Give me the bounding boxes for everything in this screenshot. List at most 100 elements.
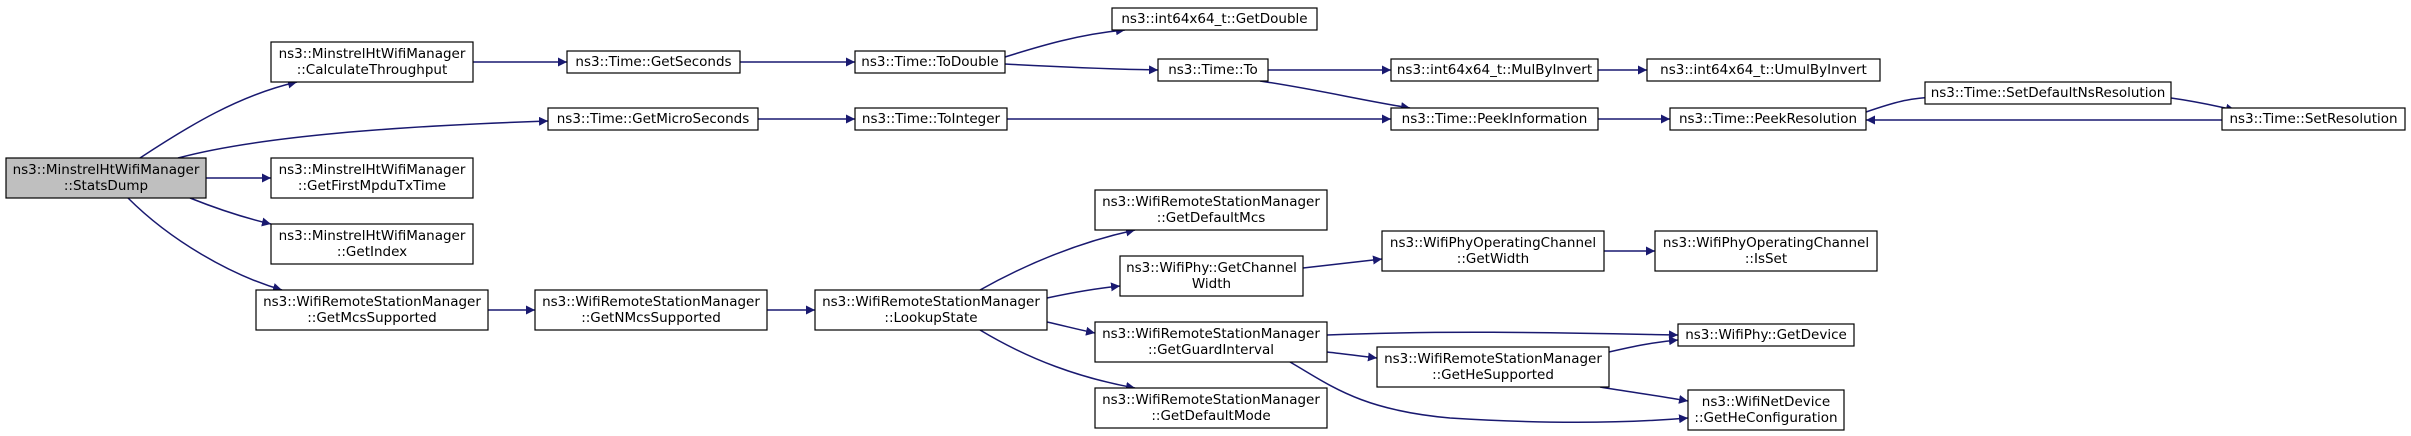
node-label-line: ns3::WifiRemoteStationManager xyxy=(1102,194,1320,210)
node-getSeconds[interactable]: ns3::Time::GetSeconds xyxy=(566,50,741,74)
node-opGetWidth[interactable]: ns3::WifiPhyOperatingChannel::GetWidth xyxy=(1381,230,1605,272)
edge-toDouble-to-getDouble xyxy=(1004,26,1126,58)
edge-timeTo-to-peekInformation xyxy=(1259,80,1411,112)
node-label-line: Width xyxy=(1192,276,1231,292)
node-label-line: ns3::WifiRemoteStationManager xyxy=(1102,326,1320,342)
node-box xyxy=(1390,107,1599,131)
node-getMcsSupported[interactable]: ns3::WifiRemoteStationManager::GetMcsSup… xyxy=(255,289,489,331)
node-label-line: ns3::MinstrelHtWifiManager xyxy=(279,46,466,62)
node-box xyxy=(1111,7,1318,31)
node-box xyxy=(1677,323,1855,347)
node-label-line: ::StatsDump xyxy=(64,178,148,194)
node-peekInformation[interactable]: ns3::Time::PeekInformation xyxy=(1390,107,1599,131)
node-mulByInvert[interactable]: ns3::int64x64_t::MulByInvert xyxy=(1390,58,1599,82)
node-label-line: ns3::MinstrelHtWifiManager xyxy=(279,162,466,178)
node-box xyxy=(854,107,1008,131)
node-label-line: ns3::WifiNetDevice xyxy=(1702,394,1830,410)
node-label-line: ns3::MinstrelHtWifiManager xyxy=(279,228,466,244)
node-toDouble[interactable]: ns3::Time::ToDouble xyxy=(854,50,1006,74)
node-getIndex[interactable]: ns3::MinstrelHtWifiManager::GetIndex xyxy=(270,223,474,265)
node-getDefaultMode[interactable]: ns3::WifiRemoteStationManager::GetDefaul… xyxy=(1094,387,1328,429)
node-box xyxy=(270,41,474,83)
node-label-line: ::GetHeSupported xyxy=(1432,367,1554,383)
node-box xyxy=(255,289,489,331)
node-label-line: ns3::Time::SetDefaultNsResolution xyxy=(1931,85,2166,101)
node-box xyxy=(1381,230,1605,272)
node-box xyxy=(270,223,474,265)
edge-getHeSupported-to-getHeConfiguration xyxy=(1599,386,1689,404)
node-label-line: ns3::WifiRemoteStationManager xyxy=(822,294,1040,310)
node-box xyxy=(1376,346,1610,388)
node-getFirstMpdu[interactable]: ns3::MinstrelHtWifiManager::GetFirstMpdu… xyxy=(270,157,474,199)
node-label-line: ns3::int64x64_t::UmulByInvert xyxy=(1660,62,1867,78)
edge-root-to-getIndex xyxy=(189,197,272,227)
node-label-line: ns3::Time::GetSeconds xyxy=(575,54,731,70)
node-box xyxy=(534,289,768,331)
node-timeTo[interactable]: ns3::Time::To xyxy=(1157,58,1269,82)
node-getDouble[interactable]: ns3::int64x64_t::GetDouble xyxy=(1111,7,1318,31)
node-box xyxy=(1646,58,1881,82)
node-box xyxy=(1094,387,1328,429)
node-label-line: ::GetFirstMpduTxTime xyxy=(298,178,446,194)
node-box xyxy=(1157,58,1269,82)
node-label-line: ns3::WifiRemoteStationManager xyxy=(542,294,760,310)
node-label-line: ::GetIndex xyxy=(337,244,407,260)
node-box xyxy=(1924,81,2172,105)
node-getDevice[interactable]: ns3::WifiPhy::GetDevice xyxy=(1677,323,1855,347)
node-label-line: ::GetGuardInterval xyxy=(1148,342,1274,358)
edges-layer xyxy=(127,26,2236,424)
node-box xyxy=(1119,255,1304,297)
edge-root-to-getMcsSupported xyxy=(127,197,283,292)
node-box xyxy=(1390,58,1599,82)
node-label-line: ns3::int64x64_t::MulByInvert xyxy=(1397,62,1592,78)
edge-lookupState-to-getDefaultMode xyxy=(979,329,1136,391)
node-umulByInvert[interactable]: ns3::int64x64_t::UmulByInvert xyxy=(1646,58,1881,82)
node-label-line: ns3::WifiRemoteStationManager xyxy=(1102,392,1320,408)
node-label-line: ns3::Time::GetMicroSeconds xyxy=(557,111,750,127)
node-label-line: ::GetDefaultMcs xyxy=(1157,210,1266,226)
node-getHeConfiguration[interactable]: ns3::WifiNetDevice::GetHeConfiguration xyxy=(1687,389,1845,431)
node-label-line: ::CalculateThroughput xyxy=(297,62,448,78)
node-label-line: ns3::MinstrelHtWifiManager xyxy=(13,162,200,178)
node-getHeSupported[interactable]: ns3::WifiRemoteStationManager::GetHeSupp… xyxy=(1376,346,1610,388)
node-label-line: ns3::Time::PeekResolution xyxy=(1679,111,1857,127)
edge-getGuardInterval-to-getHeSupported xyxy=(1326,351,1378,362)
node-setResolution[interactable]: ns3::Time::SetResolution xyxy=(2221,107,2406,131)
node-label-line: ns3::Time::ToDouble xyxy=(861,54,998,70)
node-calcThroughput[interactable]: ns3::MinstrelHtWifiManager::CalculateThr… xyxy=(270,41,474,83)
node-getMicroSeconds[interactable]: ns3::Time::GetMicroSeconds xyxy=(547,107,759,131)
node-box xyxy=(566,50,741,74)
node-getDefaultMcs[interactable]: ns3::WifiRemoteStationManager::GetDefaul… xyxy=(1094,189,1328,231)
edge-getHeSupported-to-getDevice xyxy=(1608,336,1679,353)
node-label-line: ::GetHeConfiguration xyxy=(1694,410,1837,426)
node-box xyxy=(5,157,207,199)
node-toInteger[interactable]: ns3::Time::ToInteger xyxy=(854,107,1008,131)
edge-lookupState-to-getGuardInterval xyxy=(1046,321,1096,336)
edge-lookupState-to-getChannelWidth xyxy=(1046,282,1121,299)
node-label-line: ns3::WifiPhy::GetDevice xyxy=(1685,327,1847,343)
node-lookupState[interactable]: ns3::WifiRemoteStationManager::LookupSta… xyxy=(814,289,1048,331)
edge-root-to-getMicroSeconds xyxy=(177,116,549,159)
node-root[interactable]: ns3::MinstrelHtWifiManager::StatsDump xyxy=(5,157,207,199)
node-label-line: ns3::Time::To xyxy=(1168,62,1258,78)
edge-getChannelWidth-to-opGetWidth xyxy=(1302,255,1383,269)
node-getNMcsSupported[interactable]: ns3::WifiRemoteStationManager::GetNMcsSu… xyxy=(534,289,768,331)
node-label-line: ::GetWidth xyxy=(1457,251,1529,267)
nodes-layer: ns3::MinstrelHtWifiManager::StatsDumpns3… xyxy=(5,7,2406,431)
node-box xyxy=(547,107,759,131)
node-label-line: ns3::WifiRemoteStationManager xyxy=(1384,351,1602,367)
edge-lookupState-to-getDefaultMcs xyxy=(979,227,1136,291)
node-label-line: ns3::Time::SetResolution xyxy=(2229,111,2397,127)
edge-getGuardInterval-to-getDevice xyxy=(1326,330,1679,340)
node-label-line: ns3::WifiRemoteStationManager xyxy=(263,294,481,310)
node-box xyxy=(270,157,474,199)
node-isSet[interactable]: ns3::WifiPhyOperatingChannel::IsSet xyxy=(1654,230,1878,272)
node-setDefaultNsResolution[interactable]: ns3::Time::SetDefaultNsResolution xyxy=(1924,81,2172,105)
edge-getGuardInterval-to-getHeConfiguration xyxy=(1289,361,1689,424)
node-label-line: ns3::Time::ToInteger xyxy=(862,111,1001,127)
node-box xyxy=(1094,189,1328,231)
node-getGuardInterval[interactable]: ns3::WifiRemoteStationManager::GetGuardI… xyxy=(1094,321,1328,363)
node-box xyxy=(1687,389,1845,431)
node-peekResolution[interactable]: ns3::Time::PeekResolution xyxy=(1669,107,1867,131)
